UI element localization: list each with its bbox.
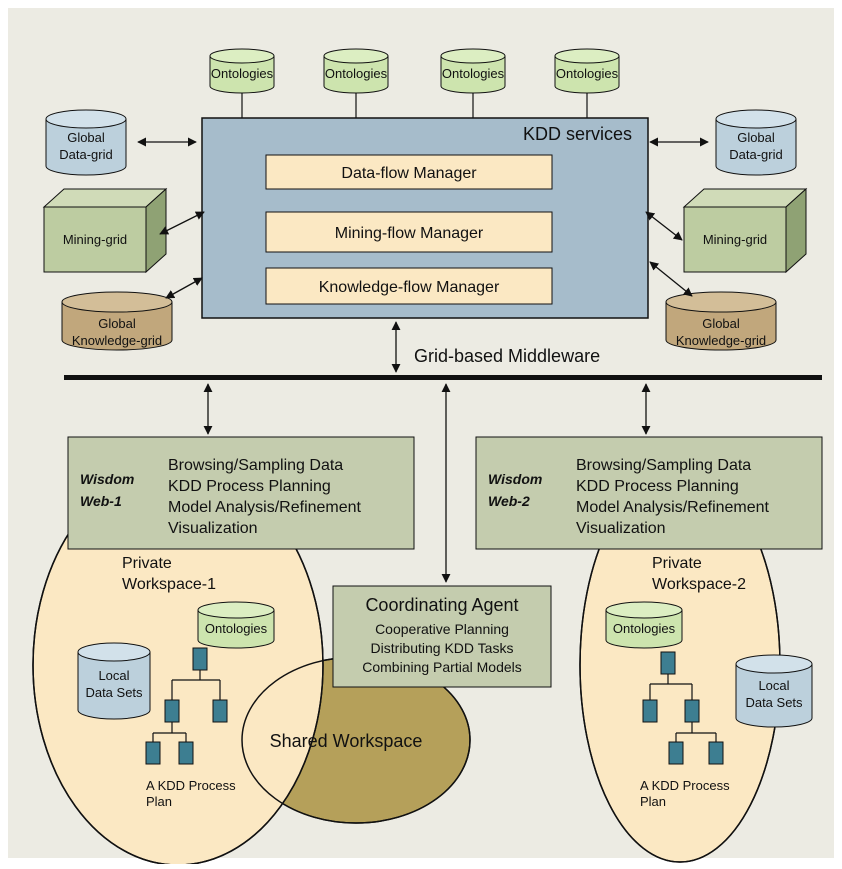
- global-knowledge-grid-right: Global Knowledge-grid: [665, 291, 777, 351]
- wisdom-web-2-item-2: KDD Process Planning: [576, 478, 739, 495]
- tree-node: [642, 699, 658, 723]
- arrow-mining-grid-left: [159, 211, 205, 235]
- ontology-ws2-label: Ontologies: [613, 621, 676, 636]
- tree-node: [668, 741, 684, 765]
- local-data-sets-ws1: Local Data Sets: [77, 642, 151, 720]
- middleware-bus: [64, 375, 822, 380]
- wisdom-web-1-item-3: Model Analysis/Refinement: [168, 499, 362, 516]
- wisdom-web-1-title-line2: Web-1: [80, 493, 122, 509]
- ontology-cylinder-top-4: Ontologies: [554, 48, 620, 94]
- data-grid-left-line2: Data-grid: [59, 147, 112, 162]
- wisdom-web-1-item-4: Visualization: [168, 520, 258, 537]
- wisdom-web-2-item-3: Model Analysis/Refinement: [576, 499, 770, 516]
- local-data-ws1-line1: Local: [98, 668, 129, 683]
- private-workspace-1-title-line2: Workspace-1: [122, 576, 216, 593]
- wisdom-web-2-title-line2: Web-2: [488, 493, 530, 509]
- knowledge-grid-right-line1: Global: [702, 316, 740, 331]
- ontology-label-top-1: Ontologies: [211, 66, 274, 81]
- local-data-ws1-line2: Data Sets: [85, 685, 143, 700]
- ontology-cylinder-top-2: Ontologies: [323, 48, 389, 94]
- mining-grid-right-label: Mining-grid: [703, 232, 767, 247]
- kdd-process-tree-ws1: [145, 647, 228, 765]
- knowledge-grid-left-line2: Knowledge-grid: [72, 333, 162, 348]
- global-data-grid-right: Global Data-grid: [715, 109, 797, 176]
- global-knowledge-grid-left: Global Knowledge-grid: [61, 291, 173, 351]
- mining-grid-left-label: Mining-grid: [63, 232, 127, 247]
- mining-grid-cube-left: Mining-grid: [42, 187, 168, 274]
- kdd-process-tree-ws2: [642, 651, 724, 765]
- ontology-cylinder-ws2: Ontologies: [605, 601, 683, 649]
- wisdom-web-1-title-line1: Wisdom: [80, 471, 134, 487]
- kdd-plan-ws1-line2: Plan: [146, 794, 172, 809]
- knowledge-grid-left-line1: Global: [98, 316, 136, 331]
- global-data-grid-left: Global Data-grid: [45, 109, 127, 176]
- mining-flow-manager-label: Mining-flow Manager: [335, 225, 484, 242]
- private-workspace-2-title-line1: Private: [652, 555, 702, 572]
- tree-node: [145, 741, 161, 765]
- tree-node: [212, 699, 228, 723]
- arrow-knowledge-grid-right: [649, 261, 693, 297]
- ontology-label-top-2: Ontologies: [325, 66, 388, 81]
- arrow-knowledge-grid-left: [165, 277, 203, 299]
- tree-node: [192, 647, 208, 671]
- mining-grid-cube-right: Mining-grid: [682, 187, 808, 274]
- wisdom-web-2-box: [475, 436, 823, 550]
- kdd-plan-ws2-line2: Plan: [640, 794, 666, 809]
- tree-node: [660, 651, 676, 675]
- wisdom-web-2-item-1: Browsing/Sampling Data: [576, 457, 751, 474]
- kdd-plan-ws1-line1: A KDD Process: [146, 778, 236, 793]
- coordinating-agent-item-1: Cooperative Planning: [375, 621, 509, 637]
- local-data-sets-ws2: Local Data Sets: [735, 654, 813, 728]
- coordinating-agent-box: [332, 585, 552, 688]
- data-grid-right-line2: Data-grid: [729, 147, 782, 162]
- ontology-label-top-4: Ontologies: [556, 66, 619, 81]
- mining-flow-manager-box: [265, 211, 553, 253]
- shared-workspace-label: Shared Workspace: [270, 731, 423, 751]
- wisdom-web-1-item-2: KDD Process Planning: [168, 478, 331, 495]
- data-flow-manager-label: Data-flow Manager: [341, 165, 477, 182]
- arrow-mining-grid-right: [645, 211, 683, 241]
- data-flow-manager-box: [265, 154, 553, 190]
- knowledge-flow-manager-label: Knowledge-flow Manager: [319, 279, 500, 296]
- coordinating-agent-title: Coordinating Agent: [365, 595, 518, 615]
- ontology-cylinder-ws1: Ontologies: [197, 601, 275, 649]
- ontology-ws1-label: Ontologies: [205, 621, 268, 636]
- tree-node: [708, 741, 724, 765]
- wisdom-web-1-item-1: Browsing/Sampling Data: [168, 457, 343, 474]
- middleware-label: Grid-based Middleware: [414, 346, 600, 366]
- tree-node: [684, 699, 700, 723]
- ontology-cylinder-top-1: Ontologies: [209, 48, 275, 94]
- ontology-label-top-3: Ontologies: [442, 66, 505, 81]
- tree-node: [164, 699, 180, 723]
- ontology-cylinder-top-3: Ontologies: [440, 48, 506, 94]
- local-data-ws2-line2: Data Sets: [745, 695, 803, 710]
- wisdom-web-1-box: [67, 436, 415, 550]
- private-workspace-1-title-line1: Private: [122, 555, 172, 572]
- coordinating-agent-item-2: Distributing KDD Tasks: [371, 640, 514, 656]
- knowledge-flow-manager-box: [265, 267, 553, 305]
- local-data-ws2-line1: Local: [758, 678, 789, 693]
- kdd-plan-ws2-line1: A KDD Process: [640, 778, 730, 793]
- tree-node: [178, 741, 194, 765]
- data-grid-left-line1: Global: [67, 130, 105, 145]
- coordinating-agent-item-3: Combining Partial Models: [362, 659, 522, 675]
- knowledge-grid-right-line2: Knowledge-grid: [676, 333, 766, 348]
- wisdom-web-2-title-line1: Wisdom: [488, 471, 542, 487]
- wisdom-web-2-item-4: Visualization: [576, 520, 666, 537]
- data-grid-right-line1: Global: [737, 130, 775, 145]
- kdd-services-title: KDD services: [523, 124, 632, 144]
- private-workspace-2-title-line2: Workspace-2: [652, 576, 746, 593]
